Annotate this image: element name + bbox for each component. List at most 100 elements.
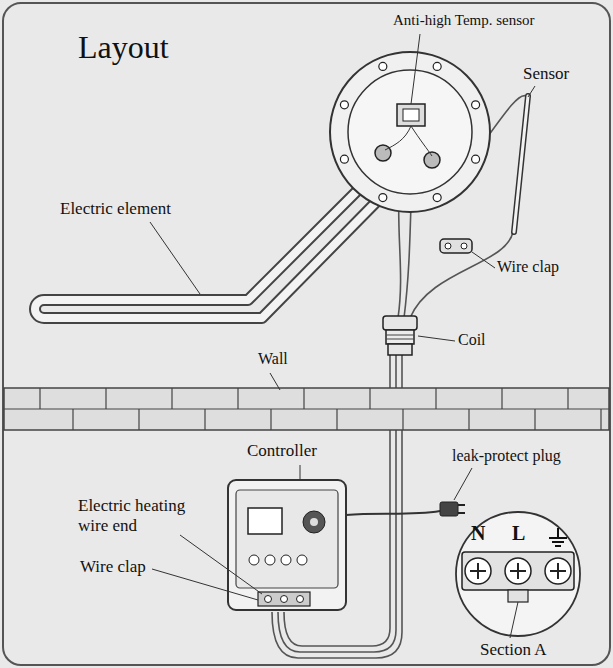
controller-unit — [248, 508, 282, 534]
wire-clap — [461, 243, 467, 249]
heater-flange — [340, 155, 348, 163]
leak-protect-plug — [458, 512, 465, 514]
wall-bricks — [402, 409, 403, 430]
sensor-probe — [514, 96, 528, 232]
heater-flange — [433, 62, 441, 70]
controller-unit — [236, 490, 338, 588]
controller-unit — [303, 511, 325, 533]
heater-flange — [472, 155, 480, 163]
part-label: Coil — [458, 331, 486, 349]
wire-clap — [440, 239, 472, 253]
wall-bricks — [435, 388, 436, 409]
heater-flange — [424, 152, 440, 168]
heater-flange — [375, 145, 391, 161]
part-label: Section A — [480, 640, 547, 660]
heater-flange — [403, 109, 419, 121]
controller-unit — [258, 592, 310, 606]
wall-bricks — [39, 388, 40, 409]
controller-unit — [228, 480, 346, 610]
terminal-screw — [517, 563, 519, 579]
wall-bricks — [105, 388, 106, 409]
wall-bricks — [138, 409, 139, 430]
part-label: Controller — [247, 441, 317, 461]
section-a-detail — [456, 512, 580, 636]
wall-bricks — [4, 388, 609, 430]
cable-gland — [383, 316, 417, 355]
wire-clap — [445, 243, 451, 249]
leader-line — [150, 34, 535, 638]
terminal-screw — [557, 563, 559, 579]
electric-element — [35, 176, 392, 318]
terminal-screw — [505, 558, 531, 584]
wall-bricks — [369, 388, 370, 409]
wall-bricks — [600, 409, 601, 430]
controller-unit — [281, 596, 288, 603]
ground-symbol — [549, 537, 567, 539]
ground-symbol — [552, 541, 564, 543]
leader-line — [510, 602, 518, 638]
leader-line — [454, 468, 472, 500]
terminal-label: N — [471, 522, 485, 545]
heater-flange — [385, 126, 411, 150]
heater-flange — [472, 101, 480, 109]
leader-line — [528, 86, 535, 97]
wall-bricks — [171, 388, 172, 409]
wall-bricks — [567, 388, 568, 409]
controller-unit — [310, 518, 318, 526]
heater-flange — [379, 194, 387, 202]
section-a-detail — [456, 512, 580, 636]
heater-flange — [330, 52, 490, 212]
cable-gland — [386, 330, 414, 344]
wall-bricks — [336, 409, 337, 430]
cable-gland — [383, 316, 417, 330]
heater-flange — [397, 104, 425, 126]
leader-line — [180, 535, 262, 594]
part-label: Electric element — [60, 199, 171, 219]
wall-bricks — [4, 408, 609, 409]
terminal-screw — [465, 558, 491, 584]
leader-line — [152, 569, 258, 600]
part-label: Wire clap — [497, 258, 559, 276]
ground-symbol — [557, 528, 559, 538]
cable-gland — [386, 339, 414, 340]
wall-bricks — [468, 409, 469, 430]
leader-line — [150, 222, 200, 294]
electric-element — [35, 176, 392, 318]
terminal-screw — [545, 558, 571, 584]
part-label: Anti-high Temp. sensor — [393, 12, 535, 29]
controller-unit — [281, 555, 291, 565]
cable-gland — [388, 344, 412, 355]
section-a-detail — [462, 552, 574, 590]
leader-line — [472, 252, 495, 268]
heater-flange — [340, 101, 348, 109]
cable-gland — [386, 335, 414, 336]
controller-unit — [297, 596, 304, 603]
controller-unit — [265, 596, 272, 603]
wall-bricks — [303, 388, 304, 409]
leak-protect-plug — [346, 502, 465, 516]
controller-unit — [297, 555, 307, 565]
electric-element — [35, 176, 392, 318]
wall-bricks — [72, 409, 73, 430]
ground-symbol — [555, 545, 561, 547]
leak-protect-plug — [440, 502, 458, 516]
wall-bricks — [534, 409, 535, 430]
diagram-title: Layout — [78, 30, 169, 65]
leak-protect-plug — [346, 511, 440, 515]
leak-protect-plug — [458, 504, 465, 506]
heater-flange — [411, 126, 432, 156]
wall-bricks — [4, 388, 609, 430]
sensor-probe — [514, 96, 528, 232]
terminal-label: L — [512, 522, 525, 545]
terminal-screw — [477, 563, 479, 579]
wall-bricks — [501, 388, 502, 409]
controller-unit — [228, 480, 346, 610]
wall-bricks — [237, 388, 238, 409]
leader-line — [411, 34, 420, 104]
part-label: Wall — [258, 350, 288, 368]
wall-bricks — [270, 409, 271, 430]
controller-unit — [265, 555, 275, 565]
controller-unit — [249, 555, 259, 565]
leader-line — [300, 465, 301, 480]
leader-line — [418, 336, 455, 341]
